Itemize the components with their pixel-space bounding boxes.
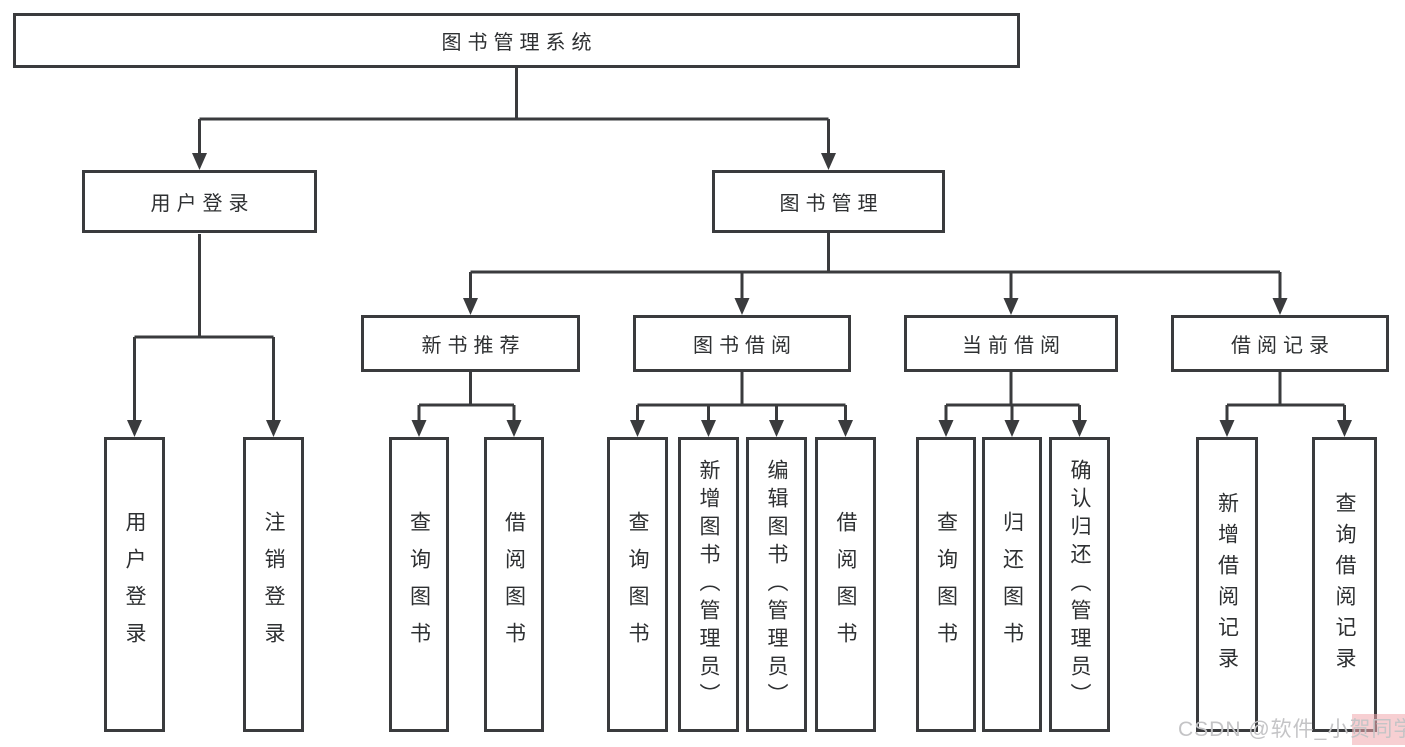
leaf-query-books-current: 查询图书 xyxy=(916,437,976,732)
leaf-logout-label: 注销登录 xyxy=(262,510,285,659)
node-user-login-label: 用户登录 xyxy=(150,193,255,215)
csdn-watermark: CSDN @软件_小贺同学 xyxy=(1178,718,1405,741)
watermark-pink-patch xyxy=(1352,714,1405,745)
leaf-add-borrow-record: 新增借阅记录 xyxy=(1196,437,1258,732)
leaf-add-book-admin: 新增图书（管理员） xyxy=(678,437,739,732)
node-book-borrow-label: 图书借阅 xyxy=(693,335,797,357)
node-current-borrow: 当前借阅 xyxy=(904,315,1118,372)
leaf-confirm-return-admin-label: 确认归还（管理员） xyxy=(1068,458,1091,711)
node-current-borrow-label: 当前借阅 xyxy=(962,335,1066,357)
leaf-query-books-current-label: 查询图书 xyxy=(934,510,958,659)
leaf-query-borrow-record: 查询借阅记录 xyxy=(1312,437,1377,732)
tree-edges xyxy=(133,68,1346,423)
leaf-add-book-admin-label: 新增图书（管理员） xyxy=(697,458,720,711)
node-user-login: 用户登录 xyxy=(82,170,317,233)
leaf-logout: 注销登录 xyxy=(243,437,304,732)
leaf-user-login: 用户登录 xyxy=(104,437,165,732)
leaf-query-books-borrow: 查询图书 xyxy=(607,437,668,732)
node-borrow-records: 借阅记录 xyxy=(1171,315,1389,372)
leaf-edit-book-admin-label: 编辑图书（管理员） xyxy=(765,458,788,711)
leaf-borrow-book-label: 借阅图书 xyxy=(834,510,857,659)
leaf-query-books-borrow-label: 查询图书 xyxy=(626,510,649,659)
node-book-management: 图书管理 xyxy=(712,170,945,233)
node-new-book-recommend: 新书推荐 xyxy=(361,315,580,372)
leaf-add-borrow-record-label: 新增借阅记录 xyxy=(1215,491,1239,678)
node-borrow-records-label: 借阅记录 xyxy=(1231,335,1335,357)
leaf-query-books-recommend: 查询图书 xyxy=(389,437,449,732)
node-library-system: 图书管理系统 xyxy=(13,13,1020,68)
leaf-borrow-books-recommend-label: 借阅图书 xyxy=(502,510,526,659)
node-library-system-label: 图书管理系统 xyxy=(441,32,598,54)
node-new-book-recommend-label: 新书推荐 xyxy=(421,335,526,357)
node-book-borrow: 图书借阅 xyxy=(633,315,851,372)
leaf-return-book-label: 归还图书 xyxy=(1000,510,1024,659)
leaf-edit-book-admin: 编辑图书（管理员） xyxy=(746,437,807,732)
leaf-user-login-label: 用户登录 xyxy=(123,510,146,659)
leaf-query-books-recommend-label: 查询图书 xyxy=(407,510,431,659)
leaf-borrow-books-recommend: 借阅图书 xyxy=(484,437,544,732)
leaf-borrow-book: 借阅图书 xyxy=(815,437,876,732)
leaf-confirm-return-admin: 确认归还（管理员） xyxy=(1049,437,1110,732)
leaf-return-book: 归还图书 xyxy=(982,437,1042,732)
leaf-query-borrow-record-label: 查询借阅记录 xyxy=(1333,491,1356,678)
node-book-management-label: 图书管理 xyxy=(779,193,884,215)
